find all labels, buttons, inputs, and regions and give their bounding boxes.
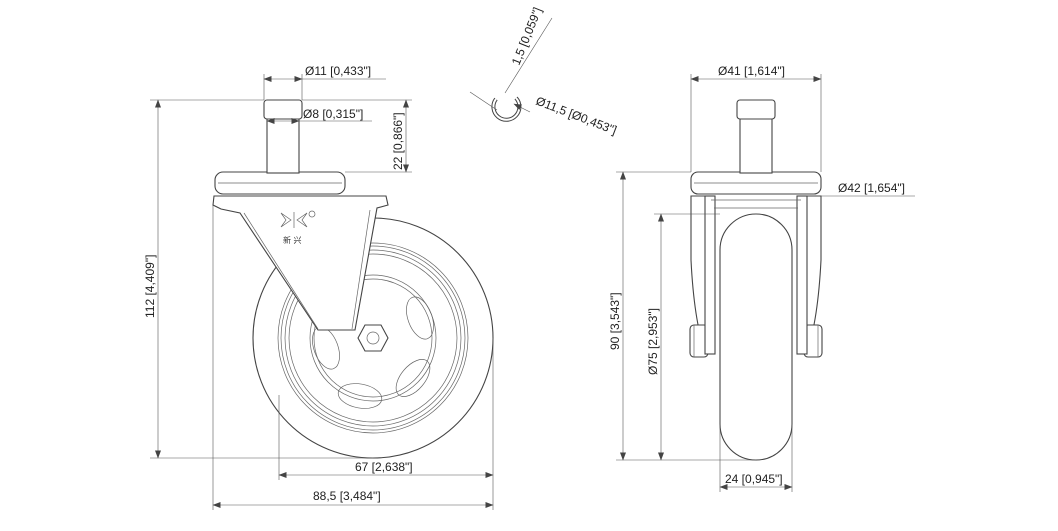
dim-stem-height: 22 [0,866"] xyxy=(391,112,405,170)
dim-stem-dia: Ø8 [0,315"] xyxy=(303,107,363,121)
front-stem xyxy=(739,117,773,174)
dim-stem-top-dia: Ø11 [0,433"] xyxy=(305,64,371,78)
front-wheel xyxy=(719,213,793,461)
side-stem xyxy=(266,117,300,174)
dim-ring-dia: Ø11,5 [Ø0,453"] xyxy=(534,94,619,138)
side-view: 新 兴 Ø11 [0,433"] Ø8 [0,315"] 22 [0,866"]… xyxy=(143,64,494,510)
brand-logo: 新 兴 xyxy=(280,210,316,245)
logo-text: 新 兴 xyxy=(283,235,302,245)
dim-front-top-dia: Ø41 [1,614"] xyxy=(718,64,785,78)
dim-side-width: 67 [2,638"] xyxy=(355,460,413,474)
ring-detail: 1,5 [0,059"] Ø11,5 [Ø0,453"] xyxy=(469,5,619,138)
dim-plate-dia: Ø42 [1,654"] xyxy=(838,181,905,195)
dim-total-width: 88,5 [3,484"] xyxy=(313,489,381,503)
dim-wheel-width: 24 [0,945"] xyxy=(725,472,783,486)
side-fork xyxy=(212,195,389,331)
dim-total-height: 112 [4,409"] xyxy=(143,255,157,318)
front-view: Ø41 [1,614"] Ø42 [1,654"] 90 [3,543"] Ø7… xyxy=(608,64,915,492)
dim-front-height: 90 [3,543"] xyxy=(608,292,622,350)
dim-wheel-dia: Ø75 [2,953"] xyxy=(646,308,660,375)
